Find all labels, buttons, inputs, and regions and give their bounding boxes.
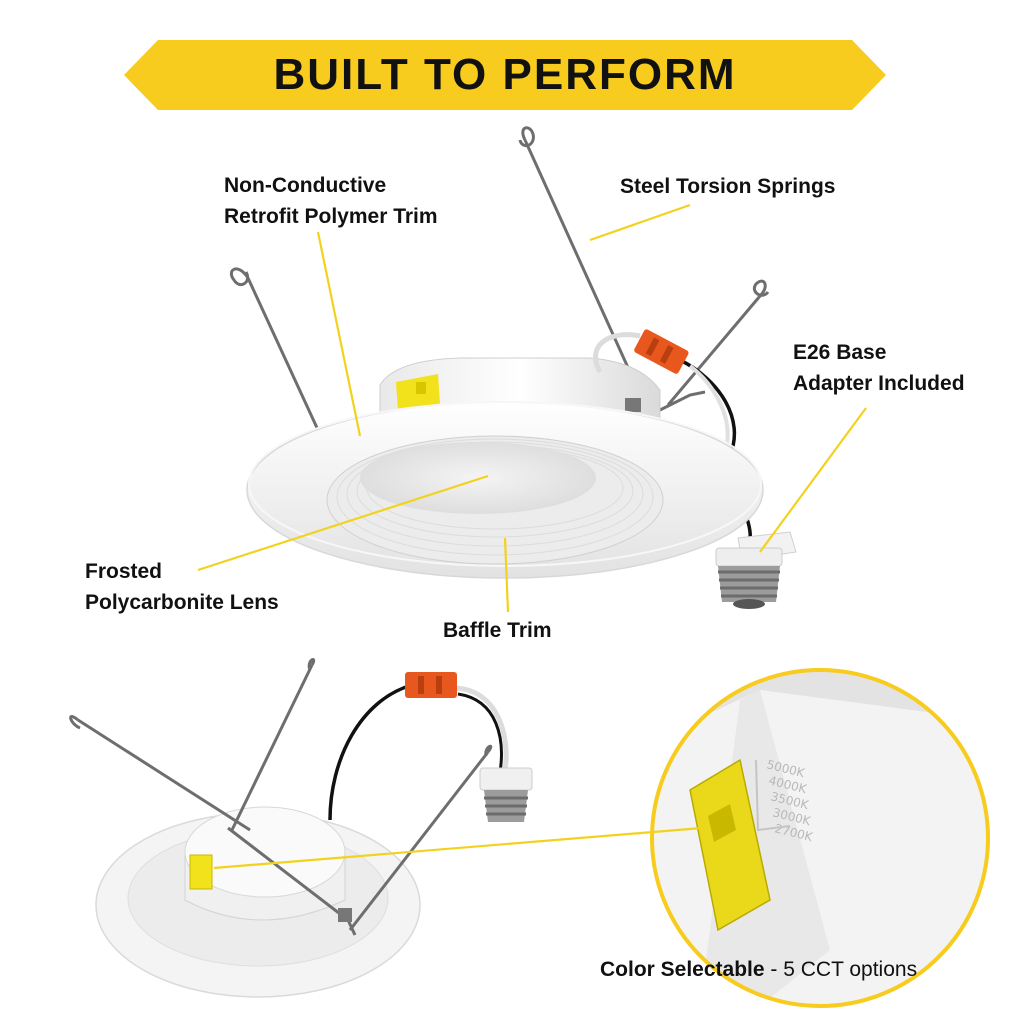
label-trim-line1: Non-Conductive [224, 174, 387, 197]
label-trim: Non-Conductive Retrofit Polymer Trim [224, 170, 438, 232]
label-base: E26 Base Adapter Included [793, 337, 965, 399]
caption-rest: - 5 CCT options [764, 958, 918, 981]
callout-lines [197, 203, 867, 870]
label-baffle: Baffle Trim [443, 615, 552, 646]
callout-baffle [503, 537, 510, 613]
color-selectable-caption: Color Selectable - 5 CCT options [600, 958, 917, 982]
label-springs-line1: Steel Torsion Springs [620, 175, 836, 198]
callout-base [759, 407, 867, 553]
callout-cct [213, 826, 703, 870]
label-trim-line2: Retrofit Polymer Trim [224, 205, 438, 228]
label-lens-line2: Polycarbonite Lens [85, 591, 279, 614]
banner-shape [124, 40, 886, 110]
cct-selector-zoom: 5000K 4000K 3500K 3000K 2700K [650, 668, 990, 1008]
label-base-line1: E26 Base [793, 341, 887, 364]
banner-title: BUILT TO PERFORM [273, 50, 737, 99]
label-baffle-line1: Baffle Trim [443, 619, 552, 642]
label-lens: Frosted Polycarbonite Lens [85, 556, 279, 618]
callout-lens [197, 474, 489, 572]
e26-base-adapter [715, 531, 797, 609]
callout-trim [316, 231, 362, 437]
bottom-downlight-image [69, 658, 533, 998]
callout-springs [589, 203, 691, 242]
top-downlight-image [229, 126, 797, 609]
label-lens-line1: Frosted [85, 560, 163, 583]
label-base-line2: Adapter Included [793, 372, 965, 395]
label-springs: Steel Torsion Springs [620, 171, 835, 202]
caption-bold: Color Selectable [600, 958, 765, 981]
